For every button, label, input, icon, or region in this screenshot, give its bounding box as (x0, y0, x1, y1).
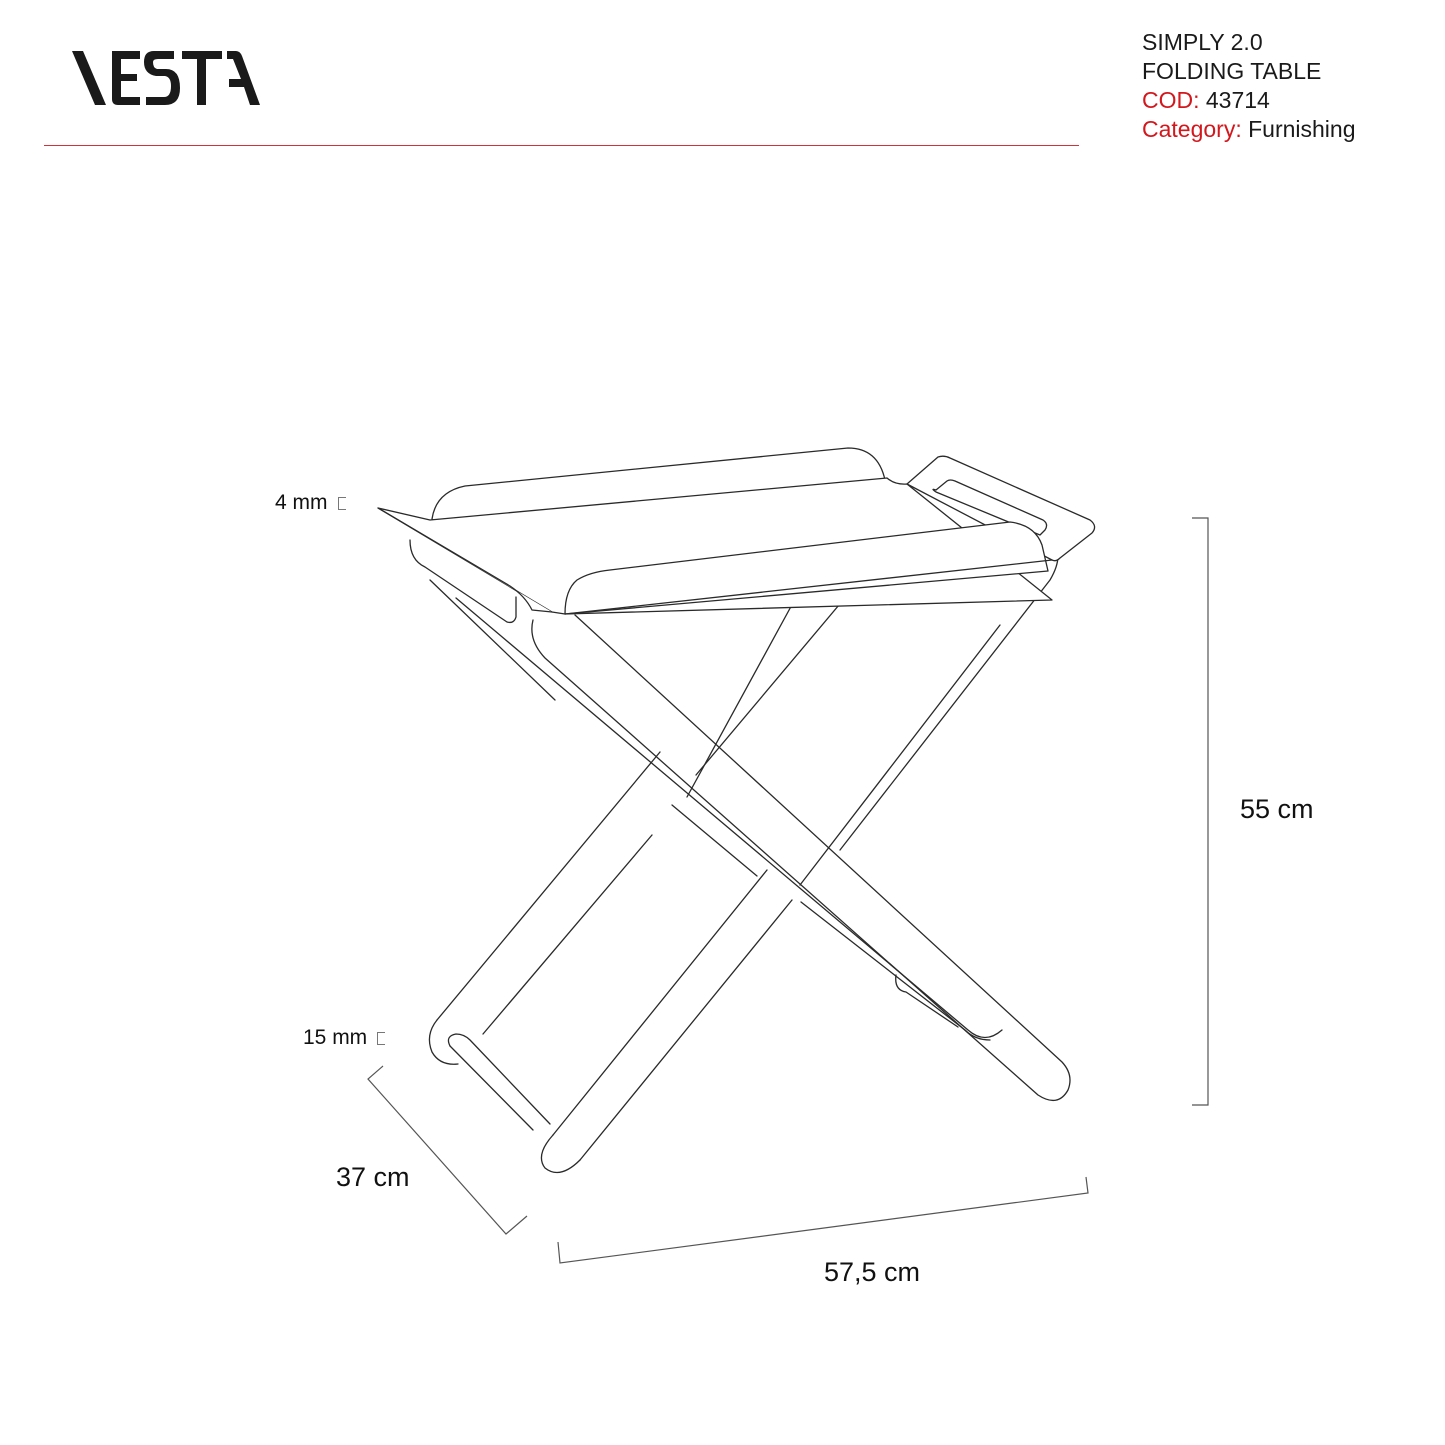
tray-thickness-value: 4 mm (275, 491, 328, 514)
header-rule (44, 145, 1079, 146)
tray (377, 447, 1096, 624)
height-dimension (1192, 517, 1209, 1106)
depth-label: 37 cm (336, 1162, 410, 1192)
leg-front-diagonal (531, 614, 1071, 1102)
tray-thickness-label: 4 mm (275, 491, 346, 515)
product-info: SIMPLY 2.0 FOLDING TABLE COD: 43714 Cate… (1142, 28, 1356, 144)
height-label: 55 cm (1240, 794, 1314, 824)
width-label: 57,5 cm (824, 1257, 921, 1287)
leg-right-rising (540, 544, 1059, 1174)
depth-dimension (367, 1065, 528, 1235)
category-value: Furnishing (1248, 116, 1356, 142)
leg-rear-diagonal (429, 579, 1003, 1039)
width-dimension (557, 1176, 1089, 1264)
product-type: FOLDING TABLE (1142, 58, 1322, 84)
category-label: Category: (1142, 116, 1242, 142)
product-name: SIMPLY 2.0 (1142, 29, 1263, 55)
vesta-logo (72, 51, 260, 105)
product-category: Category: Furnishing (1142, 115, 1356, 144)
section-square-icon (377, 1031, 386, 1045)
leg-crossbar (447, 1033, 551, 1131)
dimension-lines (367, 517, 1209, 1264)
leg-thickness-label: 15 mm (303, 1026, 386, 1050)
section-square-icon (337, 496, 346, 510)
code-label: COD: (1142, 87, 1200, 113)
code-value: 43714 (1205, 87, 1270, 113)
leg-thickness-value: 15 mm (303, 1026, 368, 1049)
product-code: COD: 43714 (1142, 86, 1356, 115)
leg-left-rising (428, 579, 861, 1065)
